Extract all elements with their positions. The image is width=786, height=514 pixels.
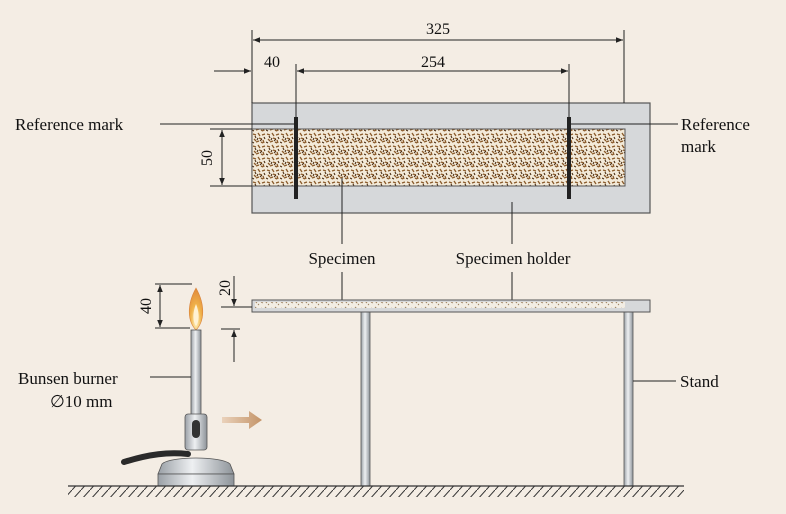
specimen-label: Specimen xyxy=(308,249,376,268)
dimension-325: 325 xyxy=(251,21,625,103)
dimension-20: 20 xyxy=(217,276,252,362)
dimension-40-254: 40 254 xyxy=(214,54,570,118)
dim-flame-40-label: 40 xyxy=(138,298,155,314)
stand-leg-left xyxy=(360,311,371,487)
stand-leg-right xyxy=(623,311,634,487)
specimen-callout: Specimen xyxy=(308,178,376,304)
reference-mark-right xyxy=(567,117,571,199)
movement-arrow xyxy=(222,411,262,429)
dim-254-label: 254 xyxy=(421,54,445,71)
stand-label: Stand xyxy=(680,372,719,391)
reference-mark-left-callout: Reference mark xyxy=(15,115,295,134)
ground xyxy=(68,485,684,497)
dim-20-label: 20 xyxy=(217,280,234,296)
reference-mark-left-label: Reference mark xyxy=(15,115,124,134)
specimen-holder-callout: Specimen holder xyxy=(456,202,571,303)
side-view xyxy=(251,299,651,487)
reference-mark-right-label-1: Reference xyxy=(681,115,750,134)
reference-mark-left xyxy=(294,117,298,199)
dim-50-label: 50 xyxy=(199,150,216,166)
stand-callout: Stand xyxy=(633,372,719,391)
reference-mark-right-label-2: mark xyxy=(681,137,716,156)
top-view xyxy=(251,102,651,214)
specimen-top xyxy=(251,128,626,187)
gas-hose xyxy=(121,450,191,465)
dimension-flame-40: 40 xyxy=(138,283,192,329)
reference-mark-right-callout: Reference mark xyxy=(570,115,750,156)
bunsen-burner-callout: Bunsen burner ∅10 mm xyxy=(18,369,191,411)
bunsen-burner xyxy=(121,287,235,487)
specimen-side xyxy=(255,302,625,308)
burner-diameter-label: ∅10 mm xyxy=(50,392,113,411)
dim-325-label: 325 xyxy=(426,21,450,38)
burner-base xyxy=(157,457,235,475)
dim-40-label: 40 xyxy=(264,54,280,71)
specimen-holder-label: Specimen holder xyxy=(456,249,571,268)
bunsen-burner-label: Bunsen burner xyxy=(18,369,118,388)
dimension-50: 50 xyxy=(199,128,252,187)
